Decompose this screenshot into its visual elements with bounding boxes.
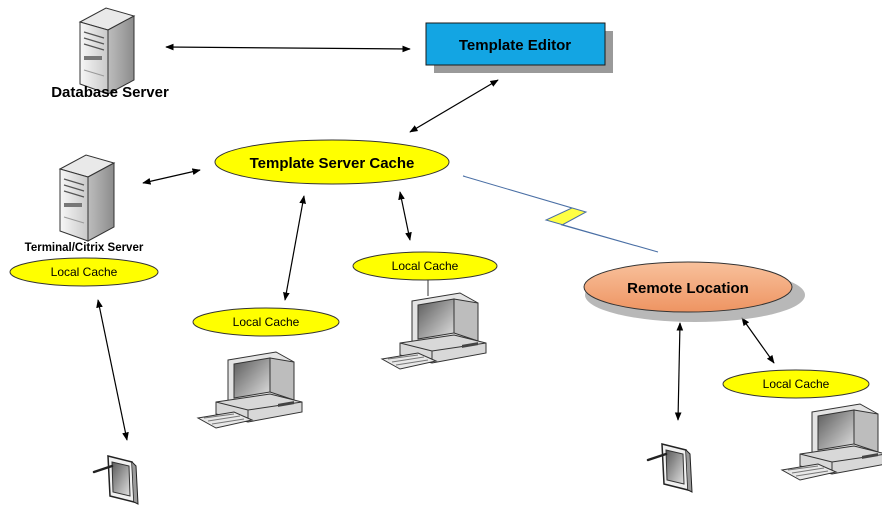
- terminal-server-node: Terminal/Citrix Server Local Cache: [9, 154, 159, 287]
- desktop-computer-icon: [197, 351, 303, 429]
- terminal-server-label: Terminal/Citrix Server: [25, 242, 144, 254]
- connectors: [96, 43, 775, 441]
- arrow-cache-client2: [398, 191, 412, 241]
- template-editor-label: Template Editor: [459, 37, 571, 54]
- arrow-terminal-tablet: [96, 299, 129, 441]
- template-server-cache-label: Template Server Cache: [250, 155, 415, 172]
- server-icon: [59, 154, 115, 242]
- remote-client-node: Local Cache: [722, 369, 882, 481]
- server-icon: [79, 7, 135, 95]
- arrow-remote-tablet: [674, 322, 684, 421]
- database-server-node: Database Server: [51, 7, 169, 101]
- template-editor-node: Template Editor: [425, 22, 613, 73]
- arrow-remote-cache: [741, 317, 775, 364]
- desktop-computer-icon: [781, 403, 882, 481]
- tablet-icon: [92, 454, 140, 506]
- terminal-local-cache-label: Local Cache: [51, 265, 118, 279]
- client2-local-cache-label: Local Cache: [392, 259, 459, 273]
- template-server-cache-node: Template Server Cache: [214, 139, 450, 185]
- tablet-icon: [646, 442, 694, 494]
- remote-location-node: Remote Location: [583, 261, 805, 322]
- arrow-database-editor: [165, 43, 411, 53]
- remote-local-cache-label: Local Cache: [763, 377, 830, 391]
- lightning-link-icon: [462, 175, 659, 253]
- database-server-label: Database Server: [51, 84, 169, 101]
- remote-location-label: Remote Location: [627, 280, 749, 297]
- arrow-cache-terminal: [142, 168, 201, 185]
- client1-node: Local Cache: [192, 307, 340, 429]
- desktop-computer-icon: [381, 292, 487, 370]
- client2-node: Local Cache: [352, 251, 498, 370]
- arrow-cache-client1: [283, 195, 306, 301]
- client1-local-cache-label: Local Cache: [233, 315, 300, 329]
- arrow-editor-cache: [409, 79, 499, 133]
